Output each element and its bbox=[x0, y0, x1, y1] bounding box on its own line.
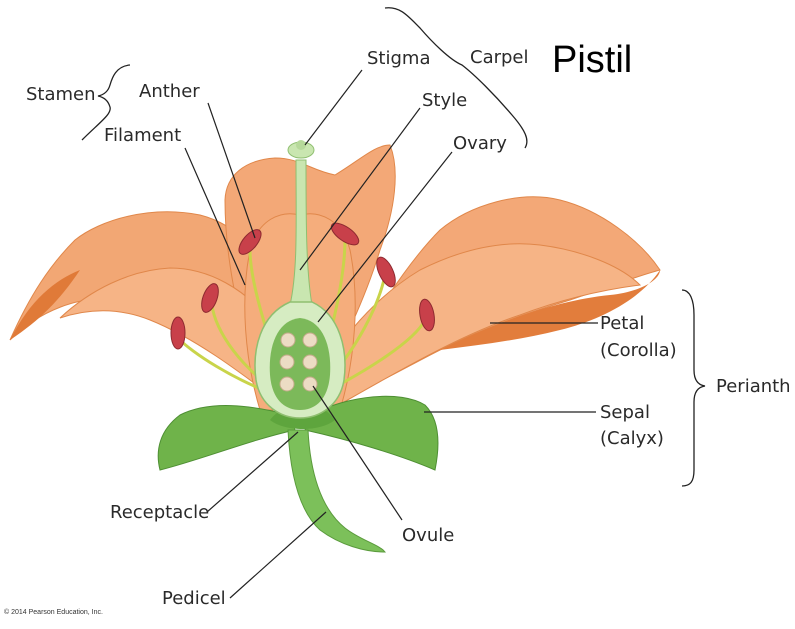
label-filament: Filament bbox=[104, 125, 182, 146]
label-pistil: Pistil bbox=[552, 39, 633, 81]
label-ovary: Ovary bbox=[453, 133, 507, 154]
leader-receptacle bbox=[206, 431, 299, 513]
ovule-3 bbox=[279, 354, 295, 370]
label-carpel: Carpel bbox=[470, 47, 529, 68]
label-receptacle: Receptacle bbox=[110, 502, 210, 523]
leader-ovary bbox=[317, 151, 453, 323]
anther-2 bbox=[201, 283, 219, 313]
perianth-bracket bbox=[681, 289, 706, 487]
copyright-notice: © 2014 Pearson Education, Inc. bbox=[4, 609, 103, 616]
sepal-left bbox=[157, 405, 296, 471]
carpel-bracket bbox=[384, 7, 528, 149]
label-perianth: Perianth bbox=[716, 376, 791, 397]
ovary-chamber bbox=[269, 318, 331, 410]
label-corolla: (Corolla) bbox=[600, 340, 677, 361]
sepal-right bbox=[304, 395, 439, 471]
leader-anther bbox=[207, 102, 256, 239]
label-stigma: Stigma bbox=[367, 48, 431, 69]
leader-style bbox=[299, 107, 421, 271]
anther-5 bbox=[376, 256, 396, 288]
leader-pedicel bbox=[229, 511, 327, 599]
label-petal: Petal bbox=[600, 313, 645, 334]
brackets bbox=[81, 7, 706, 487]
label-pedicel: Pedicel bbox=[162, 588, 226, 609]
leader-ovule bbox=[312, 385, 403, 521]
label-ovule: Ovule bbox=[402, 525, 455, 546]
anthers bbox=[170, 222, 435, 350]
anther-3 bbox=[238, 229, 262, 255]
stigma-lobe bbox=[296, 140, 306, 150]
stamen-bracket bbox=[81, 64, 131, 141]
label-stamen: Stamen bbox=[26, 84, 96, 105]
ovule-2 bbox=[302, 332, 318, 348]
petal-left-back-shade bbox=[10, 270, 80, 340]
ovule-5 bbox=[279, 376, 295, 392]
anther-6 bbox=[419, 298, 435, 332]
pistil bbox=[254, 140, 346, 419]
label-anther: Anther bbox=[139, 81, 200, 102]
leader-stigma bbox=[304, 69, 363, 146]
leader-lines bbox=[184, 69, 598, 599]
anther-4 bbox=[330, 222, 360, 246]
ovule-1 bbox=[280, 332, 296, 348]
petal-right-shade bbox=[440, 270, 660, 350]
ovule-4 bbox=[302, 354, 318, 370]
label-style: Style bbox=[422, 90, 468, 111]
anther-1 bbox=[170, 316, 186, 350]
pedicel-stem bbox=[287, 429, 386, 553]
petal-right-front bbox=[299, 243, 642, 411]
leader-filament bbox=[184, 147, 246, 286]
label-sepal: Sepal bbox=[600, 402, 650, 423]
label-calyx: (Calyx) bbox=[600, 428, 664, 449]
